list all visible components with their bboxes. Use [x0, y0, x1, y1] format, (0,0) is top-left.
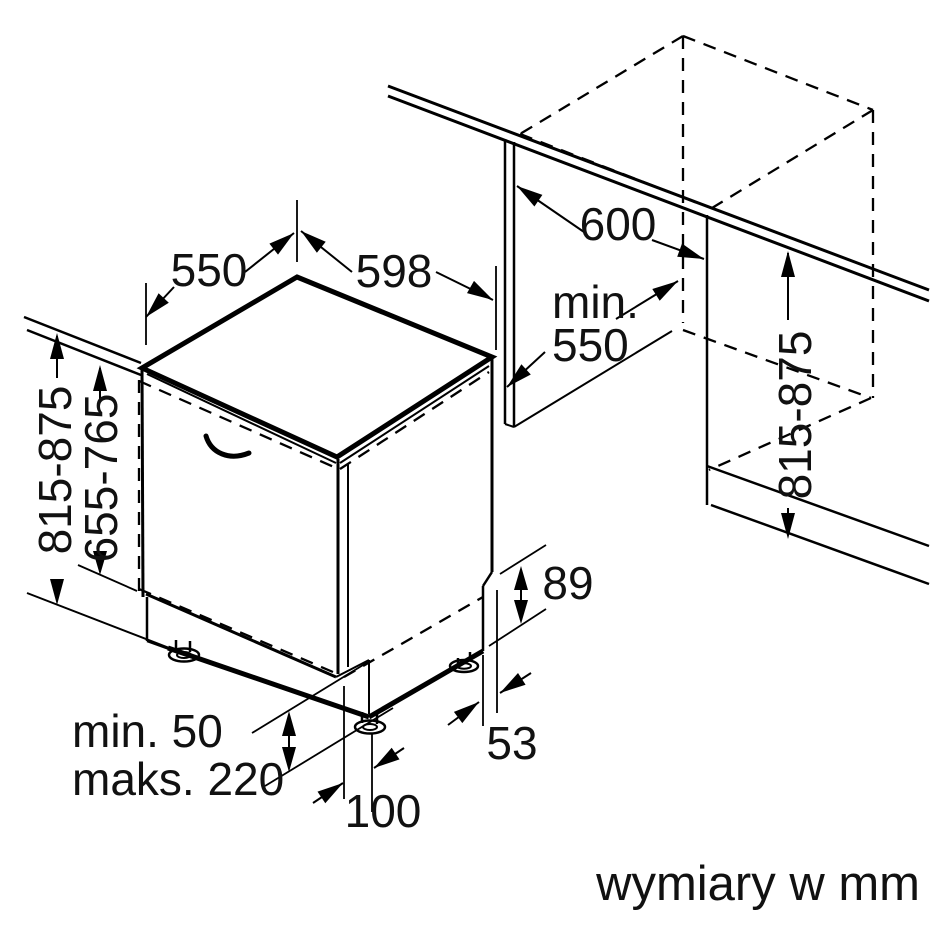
dimension-niche-width-600: 600 — [516, 185, 705, 260]
dimension-door-height: 655-765 — [75, 365, 138, 592]
dishwasher-top-face — [136, 274, 498, 460]
dimension-height-left: 815-875 — [29, 333, 81, 605]
adjustable-foot-right — [448, 652, 480, 674]
base-step-89-label: 89 — [542, 557, 593, 609]
dimension-plinth-100: 100 — [312, 686, 422, 837]
depth-550-label: 550 — [171, 244, 248, 296]
dimension-height-right: 815-875 — [769, 251, 821, 539]
furniture-door-dashed-outline — [137, 371, 490, 678]
side-gap-53-label: 53 — [486, 717, 537, 769]
dimension-base-step-89: 89 — [488, 544, 594, 647]
dimension-foot-range: min. 50 maks. 220 — [72, 661, 394, 805]
door-height-label: 655-765 — [75, 394, 127, 563]
dishwasher-base — [145, 597, 485, 720]
dimension-width-598: 598 — [300, 230, 497, 350]
foot-max-label: maks. 220 — [72, 753, 284, 805]
adjustable-foot-left — [167, 640, 201, 663]
countertop-left — [23, 315, 142, 377]
niche-dashed-box — [519, 34, 875, 472]
dimension-niche-depth-min550: min. 550 — [506, 276, 679, 388]
niche-depth-550-label: 550 — [552, 319, 629, 371]
dimension-depth-550: 550 — [145, 200, 298, 345]
dishwasher-body — [136, 274, 498, 735]
niche-right-panel — [705, 215, 930, 586]
height-right-label: 815-875 — [769, 331, 821, 500]
plinth-100-label: 100 — [345, 785, 422, 837]
countertop-right — [387, 84, 930, 303]
units-footer: wymiary w mm — [595, 857, 920, 911]
niche-width-600-label: 600 — [580, 198, 657, 250]
door-handle — [203, 433, 252, 459]
niche-depth-min-label: min. — [552, 276, 639, 328]
width-598-label: 598 — [356, 245, 433, 297]
dimension-side-gap-53: 53 — [447, 590, 538, 769]
height-left-label: 815-875 — [29, 386, 81, 555]
foot-min-label: min. 50 — [72, 705, 223, 757]
